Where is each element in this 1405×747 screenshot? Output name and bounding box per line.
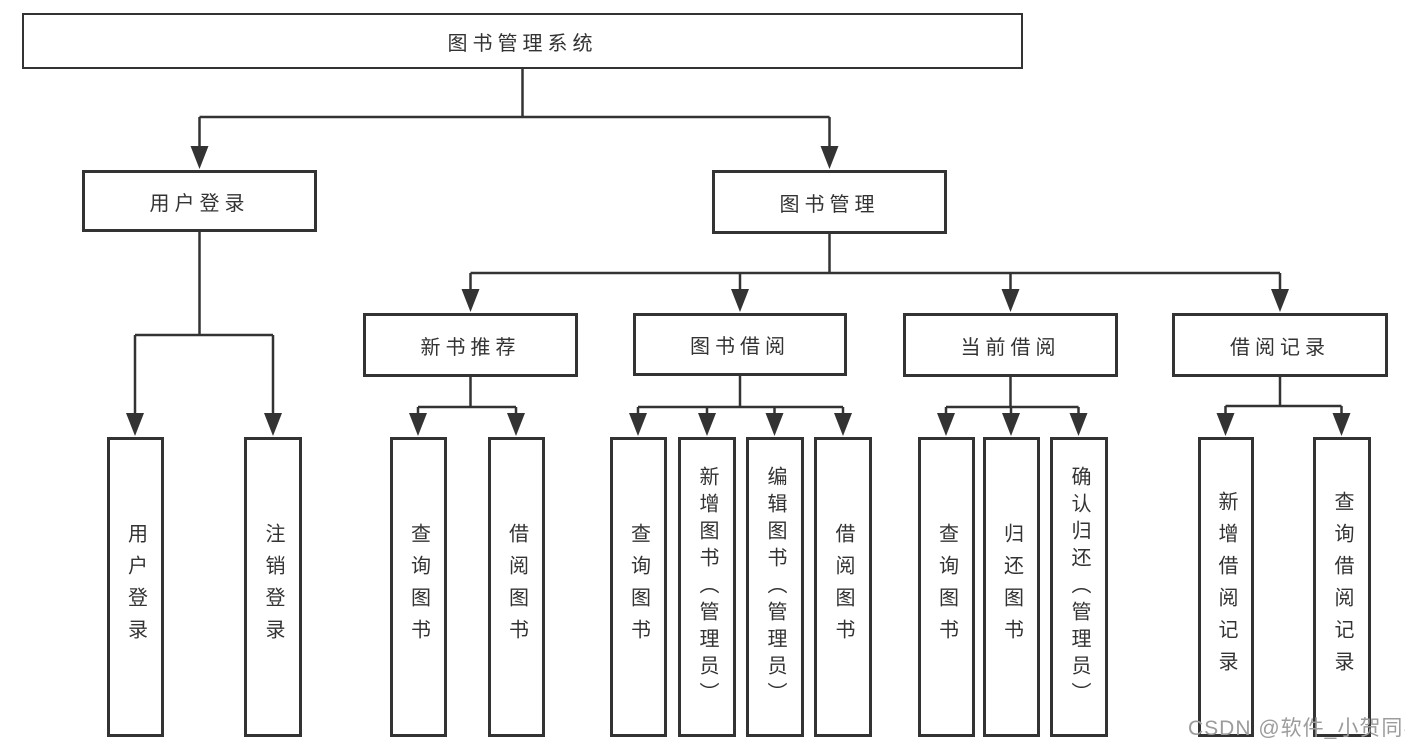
leaf-borrow-books: 借阅图书 bbox=[814, 437, 872, 737]
leaf-label: 查询借阅记录 bbox=[1331, 491, 1353, 683]
leaf-query-books-borrow: 查询图书 bbox=[610, 437, 667, 737]
leaf-label: 注销登录 bbox=[262, 523, 284, 651]
node-root: 图书管理系统 bbox=[22, 13, 1023, 69]
node-book-borrow: 图书借阅 bbox=[633, 313, 847, 376]
leaf-add-borrow-record: 新增借阅记录 bbox=[1198, 437, 1254, 737]
leaf-label: 新增借阅记录 bbox=[1215, 491, 1237, 683]
leaf-query-books-current: 查询图书 bbox=[918, 437, 975, 737]
leaf-label: 新增图书（管理员） bbox=[696, 465, 718, 709]
leaf-query-borrow-record: 查询借阅记录 bbox=[1313, 437, 1371, 737]
node-new-book-recommend: 新书推荐 bbox=[363, 313, 578, 377]
leaf-label: 确认归还（管理员） bbox=[1068, 465, 1090, 709]
leaf-label: 查询图书 bbox=[627, 523, 650, 651]
leaf-label: 用户登录 bbox=[124, 523, 147, 651]
leaf-label: 查询图书 bbox=[935, 523, 958, 651]
node-current-borrow: 当前借阅 bbox=[903, 313, 1118, 377]
leaf-confirm-return-admin: 确认归还（管理员） bbox=[1050, 437, 1108, 737]
leaf-return-books: 归还图书 bbox=[983, 437, 1040, 737]
node-user-login: 用户登录 bbox=[82, 170, 317, 232]
leaf-label: 借阅图书 bbox=[505, 523, 528, 651]
leaf-query-books-recommend: 查询图书 bbox=[390, 437, 447, 737]
leaf-borrow-books-recommend: 借阅图书 bbox=[488, 437, 545, 737]
leaf-logout: 注销登录 bbox=[244, 437, 302, 737]
leaf-edit-books-admin: 编辑图书（管理员） bbox=[746, 437, 804, 737]
leaf-add-books-admin: 新增图书（管理员） bbox=[678, 437, 736, 737]
leaf-user-login: 用户登录 bbox=[107, 437, 164, 737]
leaf-label: 编辑图书（管理员） bbox=[764, 465, 786, 709]
leaf-label: 归还图书 bbox=[1000, 523, 1023, 651]
leaf-label: 查询图书 bbox=[407, 523, 430, 651]
watermark: CSDN @软件_小贺同学 bbox=[1188, 717, 1405, 740]
node-borrow-records: 借阅记录 bbox=[1172, 313, 1388, 377]
leaf-label: 借阅图书 bbox=[832, 523, 854, 651]
node-book-management: 图书管理 bbox=[712, 170, 947, 234]
